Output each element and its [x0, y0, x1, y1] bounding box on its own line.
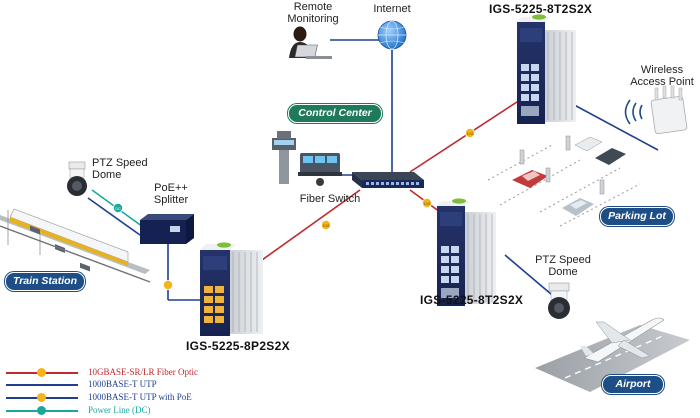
train-station-badge: Train Station [5, 272, 85, 291]
wireless-ap-icon [624, 85, 688, 135]
fiber-switch-label: Fiber Switch [299, 193, 361, 205]
control-center-icon [272, 131, 342, 186]
remote-monitoring-icon [289, 26, 332, 59]
remote-monitoring-label: Remote Monitoring [287, 1, 339, 25]
link-badges: 10G 10G 10G DC [113, 127, 475, 290]
car-grey [562, 198, 594, 216]
fiber-badge-middle: 10G [421, 197, 432, 208]
fiber-switch-icon [352, 172, 424, 188]
fiber-badge-left: 10G [320, 219, 331, 230]
train-scene [0, 208, 151, 283]
svg-text:10G: 10G [323, 224, 330, 228]
switch-top-right-icon [517, 14, 576, 124]
switch-left-model: IGS-5225-8P2S2X [186, 339, 290, 353]
legend-swatch-line [6, 384, 78, 386]
legend-label: 10GBASE-SR/LR Fiber Optic [88, 367, 199, 377]
svg-text:10G: 10G [424, 202, 431, 206]
svg-text:10G: 10G [467, 132, 474, 136]
poe-link-wireless-ap [564, 99, 659, 151]
legend-item-utp-poe: 1000BASE-T UTP with PoE [4, 392, 304, 403]
fiber-link-top-right [409, 99, 521, 173]
ptz-dome-right-icon [548, 282, 570, 319]
legend-swatch-dot [37, 368, 46, 377]
dc-badge: DC [113, 202, 124, 213]
parking-lot-badge: Parking Lot [600, 207, 674, 226]
car-red [512, 170, 548, 188]
poe-link-ptz-right [504, 254, 559, 301]
internet-label: Internet [373, 3, 411, 15]
legend-item-fiber: 10GBASE-SR/LR Fiber Optic [4, 367, 304, 378]
control-center-badge: Control Center [288, 104, 382, 123]
legend-item-utp: 1000BASE-T UTP [4, 379, 304, 390]
legend-item-dc: Power Line (DC) [4, 405, 304, 416]
ptz-dome-left-label: PTZ Speed Dome [92, 157, 148, 181]
switch-top-right-model: IGS-5225-8T2S2X [489, 2, 593, 16]
airplane-icon [580, 317, 665, 363]
switch-left-icon [200, 242, 263, 336]
ptz-dome-left-icon [67, 161, 87, 196]
airport-scene [535, 317, 690, 392]
poe-splitter-label: PoE++ Splitter [153, 182, 189, 206]
ptz-dome-right-label: PTZ Speed Dome [535, 254, 591, 278]
car-white [574, 136, 603, 152]
internet-globe-icon [377, 20, 407, 50]
svg-text:DC: DC [115, 207, 121, 211]
legend-swatch-dot [37, 393, 46, 402]
airport-badge: Airport [602, 375, 664, 394]
fiber-badge-top: 10G [464, 127, 475, 138]
poe-badge-splitter [162, 279, 173, 290]
poe-splitter-icon [140, 214, 194, 244]
parking-lot-scene [487, 135, 641, 227]
switch-middle-right-icon [437, 198, 496, 306]
switch-middle-right-model: IGS-5225-8T2S2X [420, 293, 524, 307]
fiber-link-left [247, 189, 361, 271]
legend-label: 1000BASE-T UTP with PoE [88, 392, 192, 402]
legend-label: 1000BASE-T UTP [88, 379, 157, 389]
wireless-ap-label: Wireless Access Point [630, 64, 694, 88]
car-dark [595, 148, 626, 165]
legend-swatch-dot [37, 406, 46, 415]
legend-label: Power Line (DC) [88, 405, 151, 415]
utp-link-ptz-left [87, 197, 141, 236]
